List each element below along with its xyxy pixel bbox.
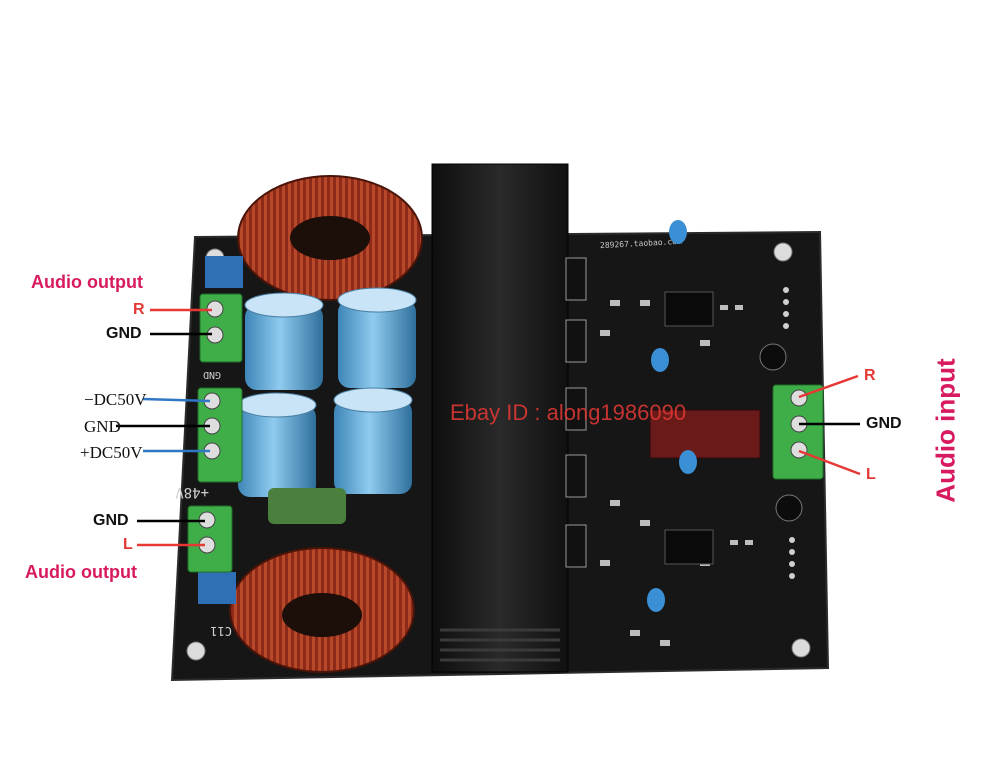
toroid-coil-bottom: [229, 547, 415, 673]
box-capacitor-top: [205, 256, 243, 288]
heatsink: [431, 163, 587, 673]
small-electrolytic-top: [759, 343, 787, 371]
input-r-label: R: [864, 367, 876, 384]
silkscreen-c11: C11: [210, 624, 232, 638]
terminal-output-top: [199, 293, 243, 363]
box-capacitor-bottom: [198, 572, 236, 604]
ceramic-capacitors: [647, 220, 697, 612]
power-resistor: [649, 409, 761, 459]
toroid-coil-top: [237, 175, 423, 301]
input-gnd-label: GND: [866, 415, 902, 432]
annotation-lines: [116, 308, 861, 547]
film-capacitor: [268, 488, 346, 524]
terminal-power: [197, 387, 243, 483]
silkscreen-gnd: GND: [203, 369, 221, 380]
input-l-label: L: [866, 466, 876, 483]
pos-dc50v-label: +DC50V: [80, 443, 143, 462]
output-r-label: R: [133, 301, 145, 318]
small-electrolytic-bottom: [775, 494, 803, 522]
watermark: Ebay ID : along1986090: [450, 400, 687, 425]
audio-output-bottom-label: Audio output: [25, 562, 137, 582]
terminal-input: [772, 384, 824, 480]
neg-dc50v-label: −DC50V: [84, 390, 147, 409]
output-l-label: L: [123, 536, 133, 553]
silkscreen-url: 289267.taobao.com: [600, 237, 682, 250]
output-gnd-top-label: GND: [106, 325, 142, 342]
audio-output-top-label: Audio output: [31, 272, 143, 292]
output-gnd-bottom-label: GND: [93, 512, 129, 529]
electrolytic-capacitors: [237, 287, 417, 497]
power-gnd-label: GND: [84, 417, 121, 436]
audio-input-label: Audio input: [930, 358, 961, 503]
terminal-output-bottom: [187, 505, 233, 573]
silkscreen-plus48: +48V: [175, 484, 209, 500]
